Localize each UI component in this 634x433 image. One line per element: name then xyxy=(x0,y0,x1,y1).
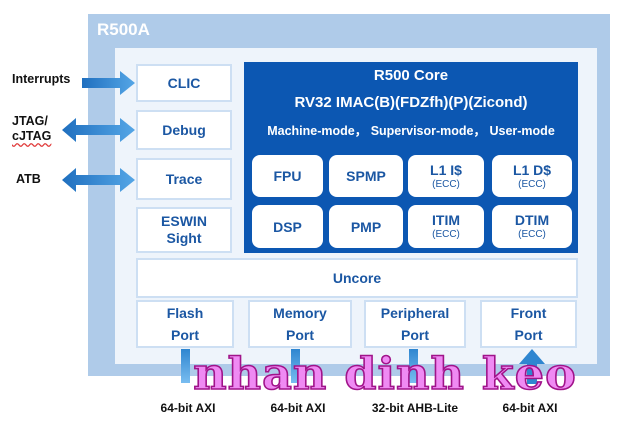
interrupts-arrow xyxy=(82,71,135,95)
l1d-ecc-label: (ECC) xyxy=(518,178,546,190)
peripheral-bus-stub xyxy=(409,349,418,383)
dsp-unit: DSP xyxy=(252,205,323,248)
peripheral-port-line1: Peripheral xyxy=(380,305,450,321)
peripheral-port: Peripheral Port xyxy=(364,300,466,348)
pmp-unit: PMP xyxy=(329,205,403,248)
itim-label: ITIM xyxy=(432,212,460,228)
l1-icache-unit: L1 I$ (ECC) xyxy=(408,155,484,197)
dtim-label: DTIM xyxy=(514,212,550,228)
flash-port-line1: Flash xyxy=(166,305,204,321)
atb-arrow xyxy=(62,168,135,192)
jtag-arrow xyxy=(62,118,135,142)
signal-jtag-label: JTAG/ cJTAG xyxy=(12,114,51,144)
signal-interrupts-label: Interrupts xyxy=(12,72,71,86)
memory-port-line2: Port xyxy=(286,327,314,343)
l1-dcache-unit: L1 D$ (ECC) xyxy=(492,155,572,197)
flash-bus-stub xyxy=(181,349,190,383)
spmp-label: SPMP xyxy=(346,168,386,184)
l1d-label: L1 D$ xyxy=(512,161,552,178)
signal-cjtag-line2: cJTAG xyxy=(12,129,52,143)
debug-block: Debug xyxy=(136,110,232,150)
peripheral-bus-label: 32-bit AHB-Lite xyxy=(371,401,459,415)
eswin-line2: Sight xyxy=(166,230,202,246)
itim-unit: ITIM (ECC) xyxy=(408,205,484,248)
block-title: R500A xyxy=(97,20,150,39)
l1i-ecc-label: (ECC) xyxy=(432,178,460,190)
core-modes: Machine-mode， Supervisor-mode， User-mode xyxy=(267,124,555,138)
spmp-unit: SPMP xyxy=(329,155,403,197)
flash-port: Flash Port xyxy=(136,300,234,348)
watermark-text: nhan dinh keo xyxy=(192,348,577,401)
front-port: Front Port xyxy=(480,300,577,348)
front-port-up-arrow xyxy=(519,349,545,384)
peripheral-port-line2: Port xyxy=(401,327,429,343)
front-port-line2: Port xyxy=(514,327,543,343)
front-bus-label: 64-bit AXI xyxy=(502,401,558,415)
pmp-label: PMP xyxy=(350,218,382,235)
core-isa: RV32 IMAC(B)(FDZfh)(P)(Zicond) xyxy=(294,94,528,111)
signal-atb-label: ATB xyxy=(16,172,41,186)
dsp-label: DSP xyxy=(273,218,302,235)
dtim-unit: DTIM (ECC) xyxy=(492,205,572,248)
clic-block: CLIC xyxy=(136,64,232,102)
memory-port-line1: Memory xyxy=(273,305,327,321)
signal-jtag-line1: JTAG/ xyxy=(12,114,48,128)
fpu-unit: FPU xyxy=(252,155,323,197)
uncore-block: Uncore xyxy=(136,258,578,298)
front-port-line1: Front xyxy=(510,305,547,321)
eswin-line1: ESWIN xyxy=(161,213,207,229)
flash-port-line2: Port xyxy=(171,327,199,343)
memory-bus-label: 64-bit AXI xyxy=(270,401,326,415)
fpu-label: FPU xyxy=(273,168,302,184)
core-title: R500 Core xyxy=(373,67,449,84)
l1i-label: L1 I$ xyxy=(430,161,462,178)
flash-bus-label: 64-bit AXI xyxy=(160,401,216,415)
trace-block: Trace xyxy=(136,158,232,200)
dtim-ecc-label: (ECC) xyxy=(518,229,546,240)
memory-port: Memory Port xyxy=(248,300,352,348)
memory-bus-stub xyxy=(291,349,300,383)
itim-ecc-label: (ECC) xyxy=(432,229,460,240)
eswin-sight-block: ESWIN Sight xyxy=(136,207,232,253)
